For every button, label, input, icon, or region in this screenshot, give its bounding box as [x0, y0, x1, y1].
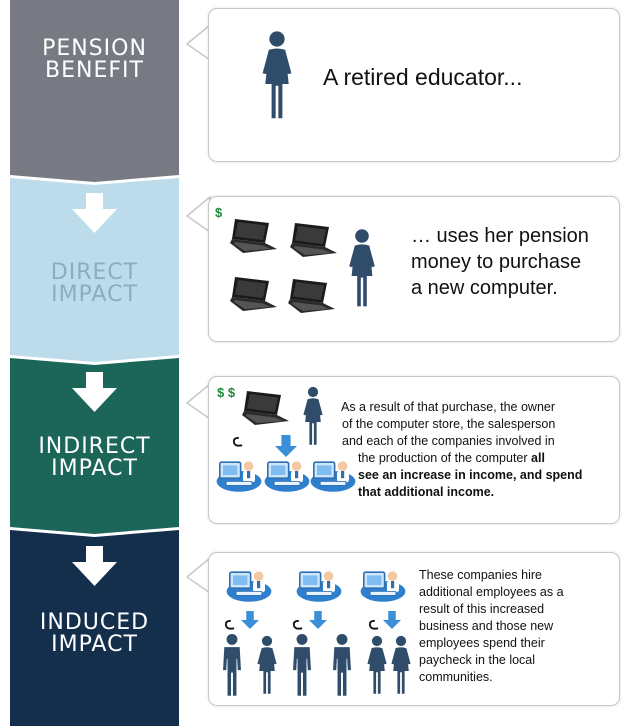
woman-icon: [257, 635, 277, 694]
down-arrow-induced: [72, 546, 117, 586]
stage-direct-block: [10, 178, 179, 362]
office-worker-icon: [225, 570, 273, 603]
card-induced-line4: business and those new: [419, 619, 554, 633]
hook-arrow-icon: [232, 437, 244, 447]
hook-arrow-icon: [224, 620, 236, 630]
card-pension-text: A retired educator...: [323, 64, 523, 90]
card-indirect-text: As a result of that purchase, the owner …: [341, 399, 582, 501]
stage-label-pension-line2: BENEFIT: [45, 58, 144, 83]
card-indirect-line3: and each of the companies involved in: [342, 434, 555, 448]
card-indirect-line4-bold: all: [531, 451, 545, 465]
down-arrow-icon: [383, 611, 401, 629]
card-indirect-line2: of the computer store, the salesperson: [342, 417, 556, 431]
down-arrow-direct: [72, 193, 117, 233]
laptop-icon: [230, 219, 277, 253]
stage-pension-block: [10, 0, 179, 182]
card-indirect-line5: see an increase in income, and spend: [358, 468, 583, 482]
stage-column-shapes: [10, 0, 179, 726]
card-direct-text-line1: … uses her pension: [411, 225, 589, 247]
woman-icon: [262, 31, 292, 119]
woman-icon: [303, 386, 323, 445]
man-icon: [333, 633, 351, 696]
man-icon: [223, 633, 241, 696]
stage-indirect-block: [10, 358, 179, 534]
card-induced-line6: paycheck in the local: [419, 653, 536, 667]
card-indirect-line1: As a result of that purchase, the owner: [341, 400, 556, 414]
stage-label-pension-line1: PENSION: [42, 36, 147, 61]
laptop-icon: [290, 223, 337, 257]
woman-icon: [367, 635, 387, 694]
stage-label-direct-line1: DIRECT: [50, 260, 139, 285]
stage-column: PENSION BENEFIT DIRECT IMPACT INDIRECT I…: [10, 0, 179, 726]
card-induced-text: These companies hire additional employee…: [419, 567, 564, 686]
stage-label-direct-line2: IMPACT: [51, 282, 138, 307]
office-worker-icon: [263, 460, 311, 493]
card-pension: A retired educator...: [208, 8, 620, 162]
stage-label-direct: DIRECT IMPACT: [10, 262, 179, 306]
money-icon: $: [215, 205, 223, 220]
down-arrow-icon: [275, 435, 297, 457]
down-arrow-indirect: [72, 372, 117, 412]
money-icon: $ $: [217, 385, 236, 400]
card-induced-line3: result of this increased: [419, 602, 545, 616]
stage-label-indirect-line1: INDIRECT: [38, 434, 151, 459]
stage-label-pension: PENSION BENEFIT: [10, 38, 179, 82]
card-indirect: $ $ As a result of that purchase, the ow…: [208, 376, 620, 524]
card-induced-line5: employees spend their: [419, 636, 545, 650]
stage-label-indirect-line2: IMPACT: [51, 456, 138, 481]
stage-label-induced: INDUCED IMPACT: [10, 612, 179, 656]
hook-arrow-icon: [368, 620, 380, 630]
card-indirect-line4: the production of the computer all: [358, 450, 582, 467]
card-indirect-line6: that additional income.: [358, 485, 495, 499]
laptop-icon: [288, 279, 335, 313]
card-direct-text-line2: money to purchase: [411, 251, 582, 273]
office-worker-icon: [359, 570, 407, 603]
stage-label-induced-line1: INDUCED: [39, 610, 150, 635]
stage-induced-block: [10, 530, 179, 726]
stage-label-induced-line2: IMPACT: [51, 632, 138, 657]
woman-icon: [391, 635, 411, 694]
card-indirect-line4-plain: the production of the computer: [358, 451, 532, 465]
card-direct-text-line3: a new computer.: [411, 277, 558, 299]
card-direct-text: … uses her pension money to purchase a n…: [411, 223, 589, 301]
laptop-icon: [230, 277, 277, 311]
laptop-icon: [242, 391, 289, 425]
card-induced: These companies hire additional employee…: [208, 552, 620, 706]
down-arrow-icon: [309, 611, 327, 629]
woman-icon: [349, 229, 375, 307]
card-direct: $ … uses her pension money to purchase a…: [208, 196, 620, 342]
stage-label-indirect: INDIRECT IMPACT: [10, 436, 179, 480]
office-worker-icon: [215, 460, 263, 493]
card-induced-line2: additional employees as a: [419, 585, 564, 599]
down-arrow-icon: [241, 611, 259, 629]
office-worker-icon: [295, 570, 343, 603]
card-induced-line7: communities.: [419, 670, 493, 684]
card-induced-line1: These companies hire: [419, 568, 542, 582]
man-icon: [293, 633, 311, 696]
hook-arrow-icon: [292, 620, 304, 630]
